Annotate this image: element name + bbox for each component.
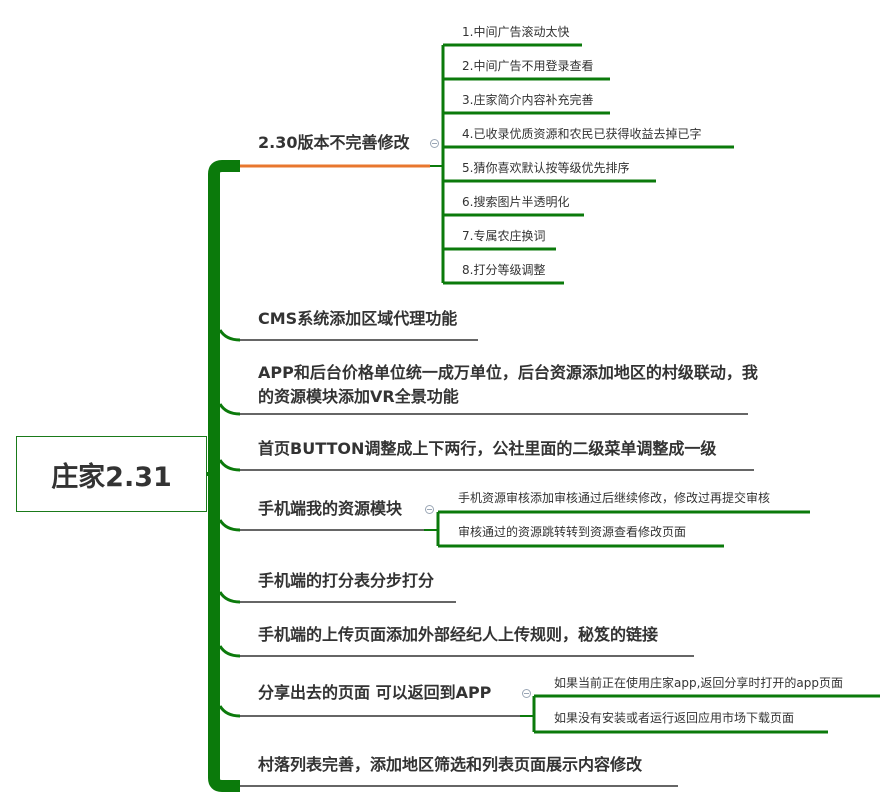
collapse-toggle-icon[interactable] [430, 139, 439, 148]
sub-node[interactable]: 7.专属农庄换词 [462, 229, 546, 243]
sub-node[interactable]: 1.中间广告滚动太快 [462, 25, 570, 39]
collapse-toggle-icon[interactable] [522, 689, 531, 698]
branch-connectors [218, 329, 241, 718]
sub-node[interactable]: 4.已收录优质资源和农民已获得收益去掉已字 [462, 127, 702, 141]
sub-node[interactable]: 如果当前正在使用庄家app,返回分享时打开的app页面 [554, 676, 843, 690]
branch-node-1[interactable]: CMS系统添加区域代理功能 [258, 309, 458, 328]
branch-node-4[interactable]: 手机端我的资源模块 [258, 499, 403, 518]
branch-node-6[interactable]: 手机端的上传页面添加外部经纪人上传规则，秘笈的链接 [258, 625, 659, 644]
branch-node-7[interactable]: 分享出去的页面 可以返回到APP [258, 683, 492, 702]
sub-underlines-branch-0 [443, 43, 734, 285]
branch-node-8[interactable]: 村落列表完善，添加地区筛选和列表页面展示内容修改 [258, 755, 643, 774]
main-trunk [208, 160, 240, 792]
sub-node[interactable]: 审核通过的资源跳转转到资源查看修改页面 [458, 525, 687, 539]
sub-node[interactable]: 6.搜索图片半透明化 [462, 195, 570, 209]
sub-node[interactable]: 2.中间广告不用登录查看 [462, 59, 594, 73]
branch-node-5[interactable]: 手机端的打分表分步打分 [258, 571, 435, 590]
branch-node-0[interactable]: 2.30版本不完善修改 [258, 133, 410, 152]
root-node[interactable]: 庄家2.31 [16, 436, 207, 512]
sub-node[interactable]: 5.猜你喜欢默认按等级优先排序 [462, 161, 630, 175]
branch-node-3[interactable]: 首页BUTTON调整成上下两行，公社里面的二级菜单调整成一级 [258, 439, 717, 458]
sub-node[interactable]: 8.打分等级调整 [462, 263, 546, 277]
sub-node[interactable]: 手机资源审核添加审核通过后继续修改，修改过再提交审核 [458, 491, 771, 505]
sub-underlines-branch-7 [534, 694, 880, 734]
root-title: 庄家2.31 [51, 461, 172, 493]
sub-underlines-branch-4 [438, 510, 810, 548]
sub-node[interactable]: 如果没有安装或者运行返回应用市场下载页面 [554, 711, 795, 725]
sub-node[interactable]: 3.庄家简介内容补充完善 [462, 93, 594, 107]
branch-node-2[interactable]: APP和后台价格单位统一成万单位，后台资源添加地区的村级联动，我的资源模块添加V… [258, 363, 758, 406]
collapse-toggle-icon[interactable] [425, 505, 434, 514]
